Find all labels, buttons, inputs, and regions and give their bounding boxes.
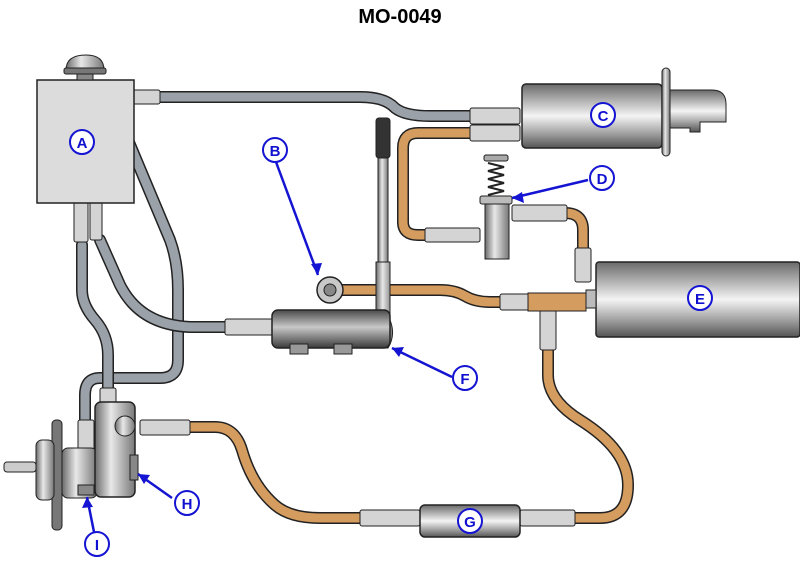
component-c-cylinder: [521, 67, 727, 157]
svg-text:C: C: [598, 108, 609, 125]
component-d-valve: [479, 154, 513, 260]
component-h-pump: [3, 401, 139, 531]
svg-text:G: G: [464, 514, 476, 531]
pressure-hoses: [184, 127, 634, 524]
label-b: B: [262, 137, 288, 163]
svg-text:D: D: [597, 171, 608, 188]
diagram-title: MO-0049: [358, 6, 442, 28]
svg-text:A: A: [77, 135, 88, 152]
label-g: G: [457, 508, 483, 534]
reservoir-cap: [65, 54, 105, 71]
component-i-port: [77, 484, 95, 496]
lever-handle: [375, 117, 391, 159]
svg-text:B: B: [270, 143, 281, 160]
leader-b: [274, 161, 320, 276]
hose-tee-to-g: [542, 344, 634, 524]
component-e-accumulator: [527, 261, 800, 338]
label-c: C: [590, 102, 616, 128]
label-f: F: [452, 365, 478, 391]
hose-c-to-d: [397, 127, 496, 241]
leader-f: [391, 346, 453, 379]
label-d: D: [589, 165, 615, 191]
component-a-reservoir: [36, 54, 135, 204]
svg-text:F: F: [460, 371, 469, 388]
label-a: A: [69, 129, 95, 155]
component-control-valve: [271, 117, 394, 355]
arrowheads: [82, 192, 524, 508]
supply-hoses: [76, 91, 496, 436]
svg-text:I: I: [95, 537, 99, 554]
label-i: I: [84, 531, 110, 557]
fittings: [73, 83, 592, 527]
svg-text:H: H: [182, 496, 193, 513]
label-h: H: [174, 490, 200, 516]
svg-text:E: E: [695, 291, 705, 308]
label-e: E: [687, 285, 713, 311]
leader-d: [511, 178, 589, 200]
